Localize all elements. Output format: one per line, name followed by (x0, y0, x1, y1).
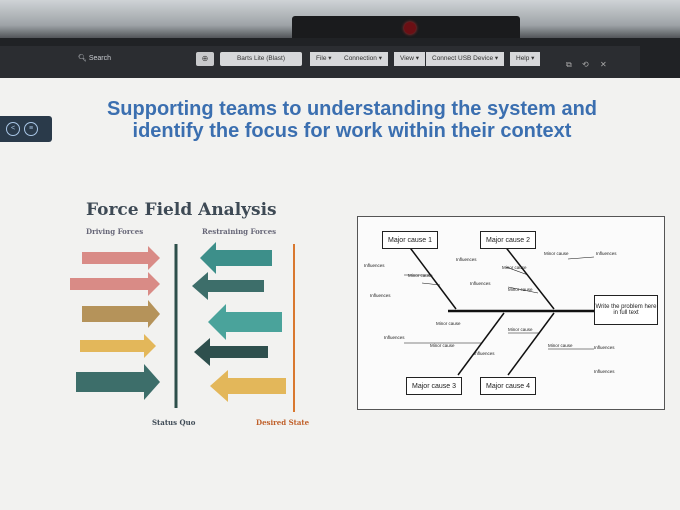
influences-label: Influences (384, 335, 405, 340)
headline-line-1: Supporting teams to understanding the sy… (106, 98, 598, 120)
restraining-arrow-3 (208, 304, 282, 340)
sidebar-toggle[interactable]: < ≡ (0, 116, 52, 142)
menu-connect-usb[interactable]: Connect USB Device ▾ (426, 52, 505, 66)
influences-label: Influences (364, 263, 385, 268)
fishbone-lines (404, 244, 595, 376)
influences-label: Influences (596, 251, 617, 256)
refresh-icon[interactable]: ⟲ (582, 60, 589, 69)
menu-icon[interactable]: ≡ (24, 122, 38, 136)
menu-connection[interactable]: Connection ▾ (338, 52, 388, 66)
restraining-forces-label: Restraining Forces (202, 227, 277, 236)
minor-cause-label: Minor cause (430, 343, 455, 348)
restore-icon[interactable]: ⧉ (566, 60, 572, 69)
driving-arrow-5 (76, 364, 160, 400)
menu-view[interactable]: View ▾ (394, 52, 426, 66)
status-quo-label: Status Quo (152, 418, 196, 427)
influences-label: Influences (456, 257, 477, 262)
force-field-title: Force Field Analysis (86, 200, 277, 220)
driving-arrow-1 (82, 246, 160, 270)
minor-cause-label: Minor cause (508, 327, 533, 332)
app-title: Barts Lite (Blast) (220, 52, 302, 66)
minor-cause-label: Minor cause (502, 265, 527, 270)
slide-headline: Supporting teams to understanding the sy… (72, 98, 632, 142)
restraining-arrow-4 (194, 338, 268, 366)
driving-arrow-3 (82, 300, 160, 328)
restraining-arrow-2 (192, 272, 264, 300)
close-icon[interactable]: ✕ (600, 60, 607, 69)
influences-label: Influences (594, 369, 615, 374)
minor-cause-label: Minor cause (548, 343, 573, 348)
driving-forces-label: Driving Forces (86, 227, 144, 236)
driving-arrow-4 (80, 334, 156, 358)
driving-arrow-2 (70, 272, 160, 296)
major-cause-4: Major cause 4 (480, 377, 536, 395)
restraining-arrow-5 (210, 370, 286, 402)
influences-label: Influences (470, 281, 491, 286)
influences-label: Influences (474, 351, 495, 356)
fishbone-diagram: Major cause 1 Major cause 2 Major cause … (357, 216, 665, 410)
minor-cause-label: Minor cause (508, 287, 533, 292)
menu-file[interactable]: File ▾ (310, 52, 338, 66)
menu-help[interactable]: Help ▾ (510, 52, 541, 66)
pin-button[interactable]: ⊕ (196, 52, 214, 66)
back-icon[interactable]: < (6, 122, 20, 136)
major-cause-3: Major cause 3 (406, 377, 462, 395)
minor-cause-label: Minor cause (544, 251, 569, 256)
search-icon: 🔍︎ (78, 55, 87, 62)
influences-label: Influences (370, 293, 391, 298)
major-cause-1: Major cause 1 (382, 231, 438, 249)
headline-line-2: identify the focus for work within their… (132, 120, 572, 142)
minor-cause-label: Minor cause (408, 273, 433, 278)
search-label: Search (88, 55, 112, 62)
major-cause-2: Major cause 2 (480, 231, 536, 249)
desired-state-label: Desired State (256, 418, 310, 427)
force-field-diagram (70, 242, 295, 412)
influences-label: Influences (594, 345, 615, 350)
restraining-arrow-1 (200, 242, 272, 274)
webcam-light-icon (404, 22, 416, 34)
search-field[interactable]: 🔍︎ Search (78, 54, 111, 62)
minor-cause-label: Minor cause (436, 321, 461, 326)
problem-statement-box: Write the problem here in full text (594, 295, 658, 325)
